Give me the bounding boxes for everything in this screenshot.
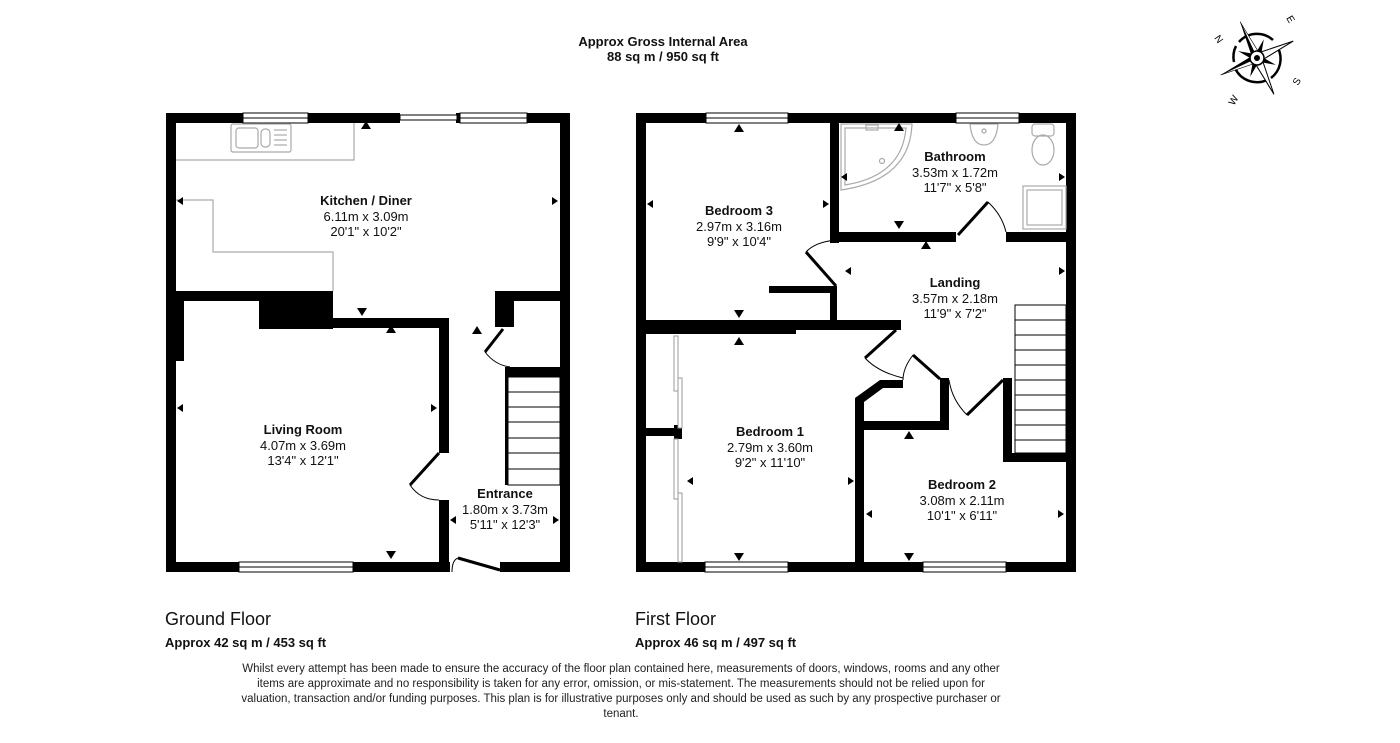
room-name: Bedroom 1 xyxy=(736,424,804,439)
gross-area-header: Approx Gross Internal Area 88 sq m / 950… xyxy=(0,34,1400,64)
first-floor-plan xyxy=(636,113,1076,572)
room-metric: 3.57m x 2.18m xyxy=(912,290,998,306)
room-label-bedroom-1: Bedroom 1 2.79m x 3.60m 9'2" x 11'10" xyxy=(727,424,813,471)
ground-floor-windows xyxy=(238,112,528,573)
room-label-landing: Landing 3.57m x 2.18m 11'9" x 7'2" xyxy=(912,275,998,322)
room-metric: 6.11m x 3.09m xyxy=(323,208,409,224)
room-label-bathroom: Bathroom 3.53m x 1.72m 11'7" x 5'8" xyxy=(912,149,998,196)
first-floor-stairs xyxy=(1014,304,1067,454)
room-label-bedroom-2: Bedroom 2 3.08m x 2.11m 10'1" x 6'11" xyxy=(919,477,1004,524)
kitchen-patio-door xyxy=(399,114,458,121)
ground-floor-measure-markers xyxy=(177,121,559,559)
room-imperial: 5'11" x 12'3" xyxy=(469,517,541,532)
ground-floor-stairs xyxy=(507,376,561,486)
room-label-kitchen-diner: Kitchen / Diner 6.11m x 3.09m 20'1" x 10… xyxy=(320,193,412,240)
compass-rose-icon: N E S W xyxy=(1212,14,1305,108)
room-imperial: 9'9" x 10'4" xyxy=(706,234,772,249)
room-label-living-room: Living Room 4.07m x 3.69m 13'4" x 12'1" xyxy=(260,422,346,469)
room-name: Living Room xyxy=(263,422,343,437)
room-name: Bathroom xyxy=(924,149,986,164)
wardrobe-doors xyxy=(673,335,683,563)
disclaimer-text: Whilst every attempt has been made to en… xyxy=(241,663,1001,720)
first-floor-windows xyxy=(704,112,1020,573)
gross-area-title: Approx Gross Internal Area xyxy=(578,34,748,49)
compass-south-label: S xyxy=(1291,76,1304,88)
compass-east-label: E xyxy=(1283,14,1296,26)
floor-name: First Floor xyxy=(635,609,716,629)
room-imperial: 11'7" x 5'8" xyxy=(923,180,987,195)
room-name: Landing xyxy=(929,275,981,290)
room-label-entrance: Entrance 1.80m x 3.73m 5'11" x 12'3" xyxy=(462,486,548,533)
floor-name: Ground Floor xyxy=(165,609,272,629)
room-name: Entrance xyxy=(477,486,533,501)
room-name: Kitchen / Diner xyxy=(320,193,412,208)
ground-floor-caption: Ground Floor Approx 42 sq m / 453 sq ft xyxy=(165,609,326,650)
floor-area: Approx 42 sq m / 453 sq ft xyxy=(165,635,327,650)
room-imperial: 13'4" x 12'1" xyxy=(267,453,339,468)
ground-floor-doors xyxy=(408,328,511,573)
room-imperial: 11'9" x 7'2" xyxy=(923,306,987,321)
room-imperial: 9'2" x 11'10" xyxy=(734,455,806,470)
first-floor-caption: First Floor Approx 46 sq m / 497 sq ft xyxy=(635,609,796,650)
room-name: Bedroom 3 xyxy=(705,203,773,218)
room-metric: 2.97m x 3.16m xyxy=(696,218,782,234)
room-metric: 3.08m x 2.11m xyxy=(919,492,1005,508)
kitchen-worktop xyxy=(176,123,355,291)
room-imperial: 10'1" x 6'11" xyxy=(926,508,998,523)
bathroom-fixtures xyxy=(840,123,1067,230)
room-metric: 4.07m x 3.69m xyxy=(260,437,346,453)
room-label-bedroom-3: Bedroom 3 2.97m x 3.16m 9'9" x 10'4" xyxy=(696,203,782,250)
room-metric: 3.53m x 1.72m xyxy=(912,164,998,180)
room-name: Bedroom 2 xyxy=(928,477,996,492)
room-metric: 2.79m x 3.60m xyxy=(727,439,813,455)
floor-area: Approx 46 sq m / 497 sq ft xyxy=(635,635,797,650)
room-imperial: 20'1" x 10'2" xyxy=(330,224,402,239)
first-floor-measure-markers xyxy=(647,123,1065,561)
first-floor-doors xyxy=(804,200,1007,417)
gross-area-value: 88 sq m / 950 sq ft xyxy=(607,49,719,64)
room-metric: 1.80m x 3.73m xyxy=(462,501,548,517)
